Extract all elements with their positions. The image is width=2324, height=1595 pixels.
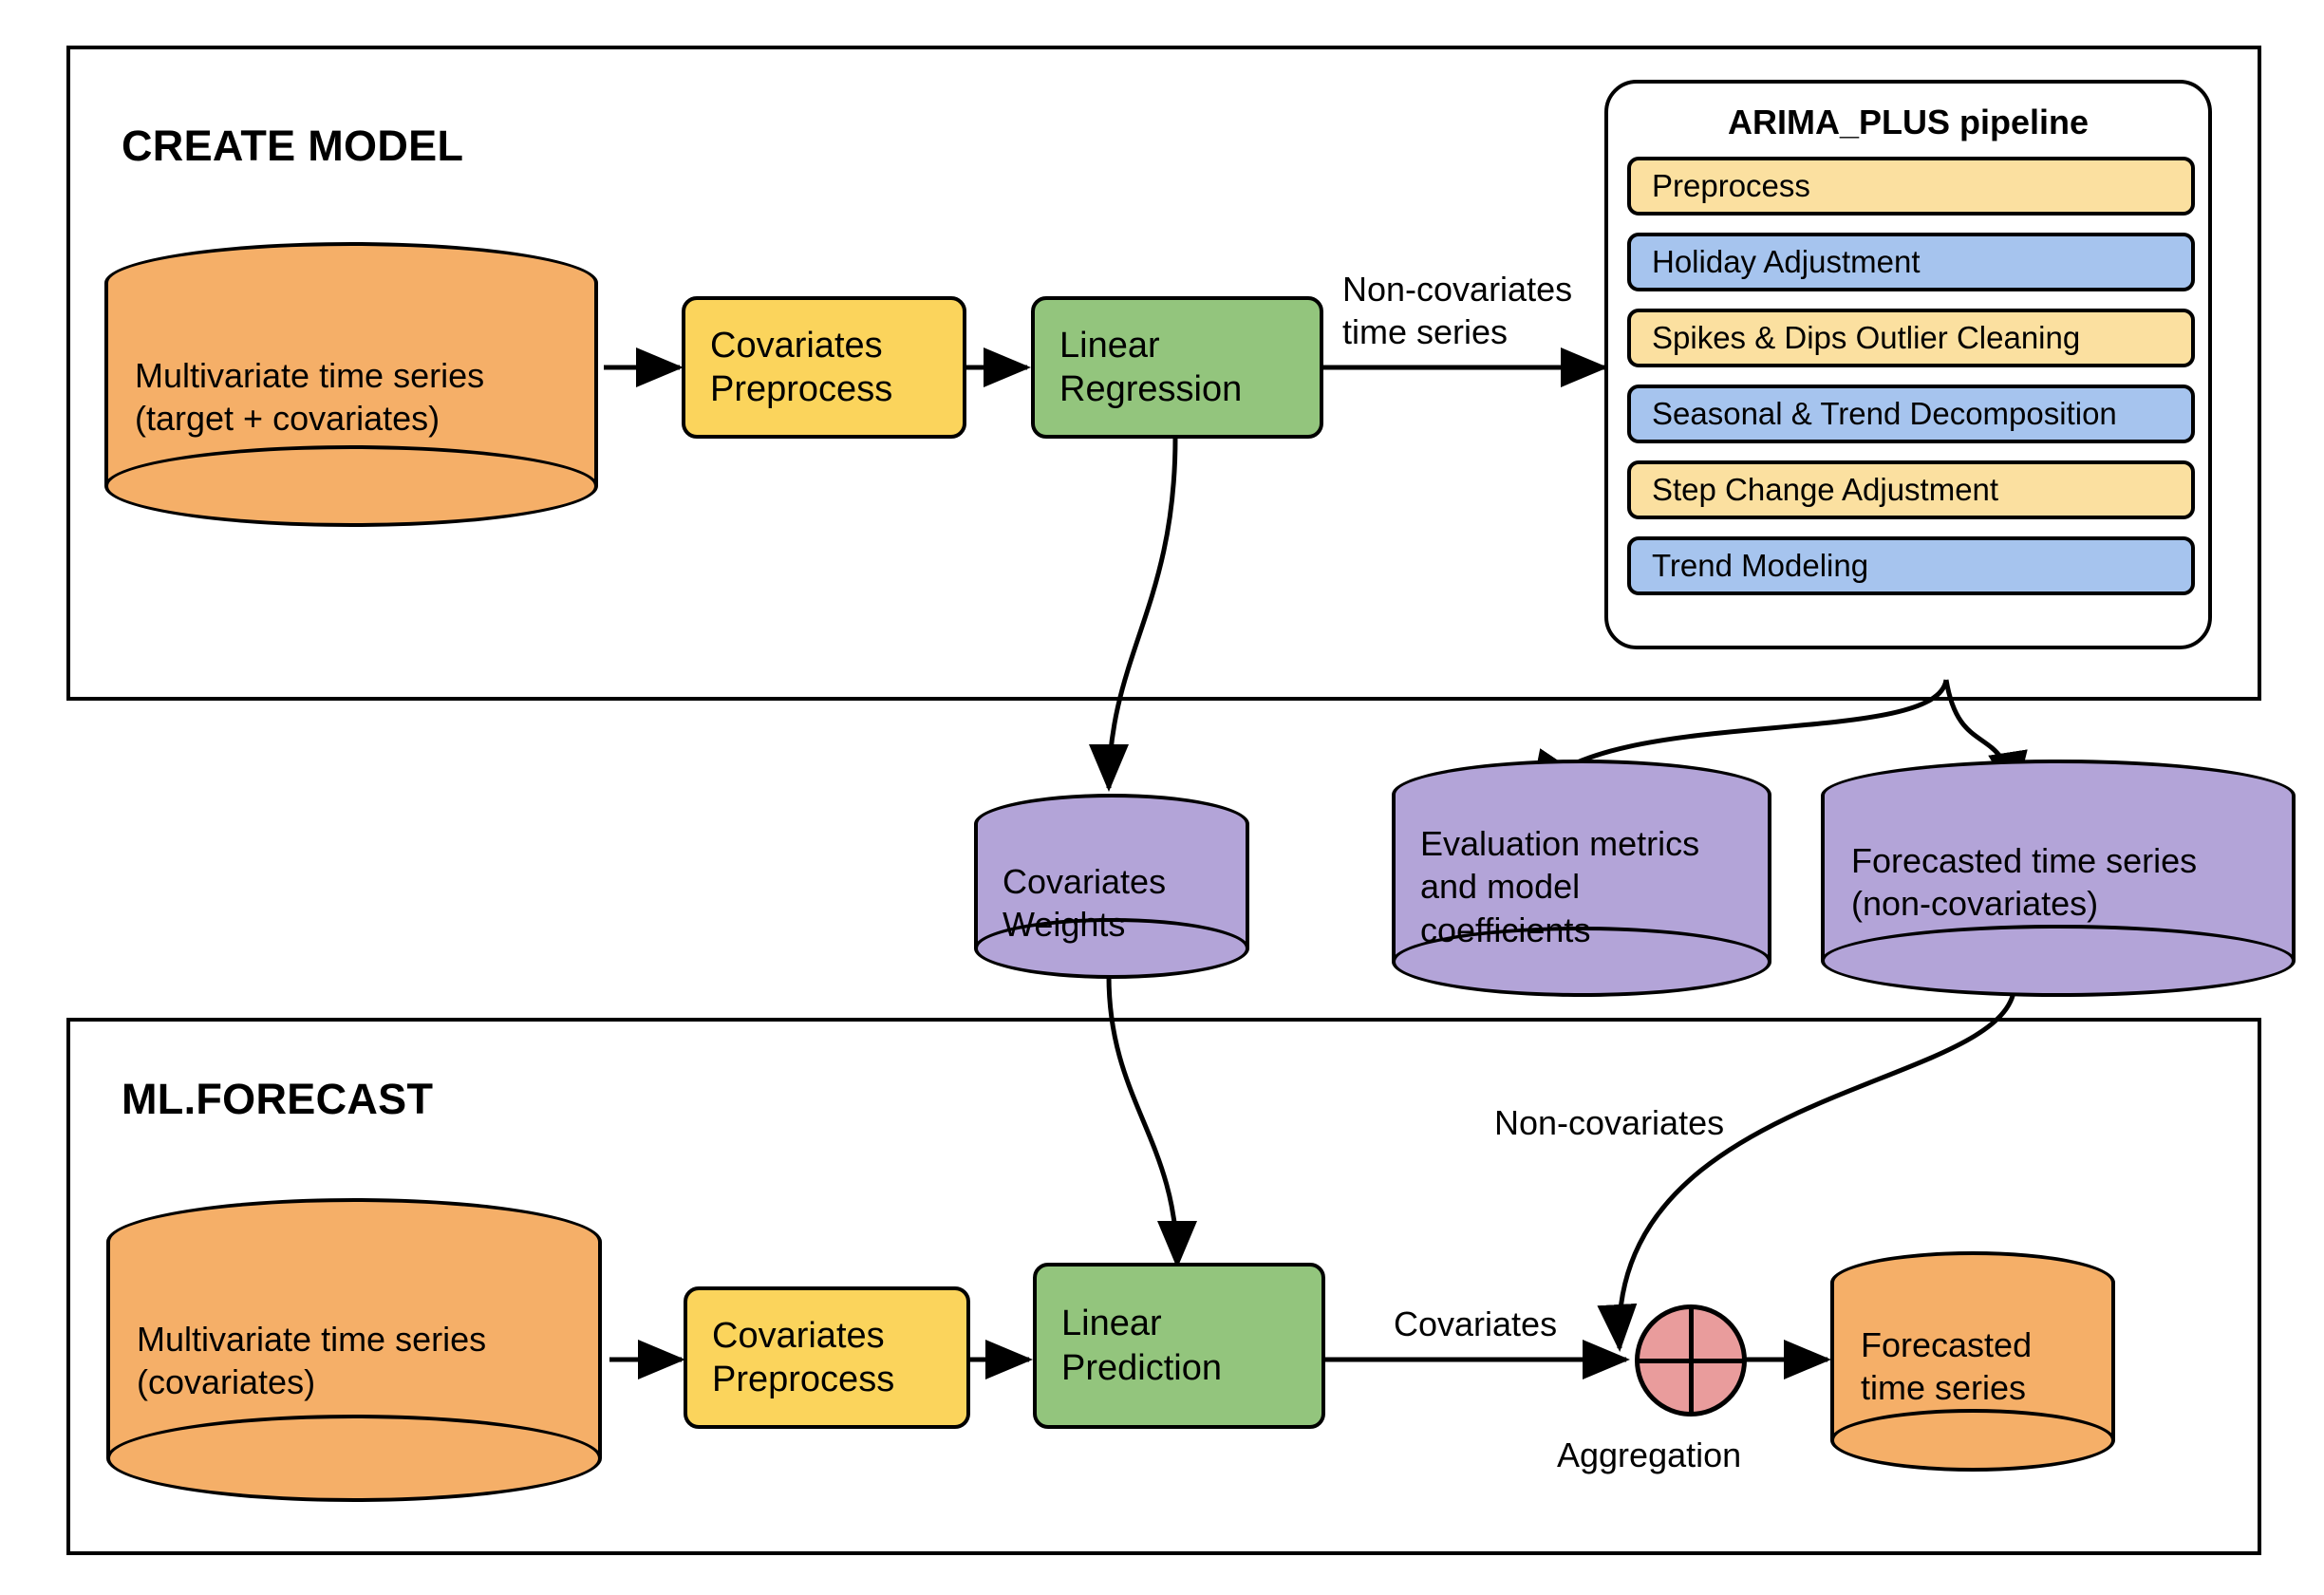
artifact-forecasted-non-covariates: Forecasted time series (non-covariates)	[1821, 760, 2296, 997]
pipeline-stage-spikes-dips-outlier-cleaning[interactable]: Spikes & Dips Outlier Cleaning	[1627, 309, 2195, 367]
aggregation-label: Aggregation	[1557, 1436, 1742, 1474]
create-model-panel	[66, 46, 2261, 701]
create-model-input-store: Multivariate time series (target + covar…	[104, 242, 598, 527]
pipeline-stage-preprocess[interactable]: Preprocess	[1627, 157, 2195, 216]
aggregation-node[interactable]	[1635, 1304, 1747, 1417]
cylinder-label: Evaluation metrics and model coefficient…	[1420, 824, 1700, 949]
cylinder-bottom	[1392, 927, 1771, 997]
ml-forecast-input-store: Multivariate time series (covariates)	[106, 1198, 602, 1502]
covariates-preprocess-box-top[interactable]: Covariates Preprocess	[682, 296, 966, 439]
artifact-covariates-weights: Covariates Weights	[974, 794, 1249, 979]
pipeline-stage-step-change-adjustment[interactable]: Step Change Adjustment	[1627, 460, 2195, 519]
linear-prediction-box[interactable]: Linear Prediction	[1033, 1263, 1325, 1429]
cylinder-label: Multivariate time series (target + covar…	[135, 356, 485, 439]
pipeline-stage-holiday-adjustment[interactable]: Holiday Adjustment	[1627, 233, 2195, 291]
cylinder-label: Forecasted time series	[1861, 1325, 2033, 1408]
cylinder-label: Multivariate time series (covariates)	[137, 1320, 487, 1402]
pipeline-stage-seasonal-trend-decomposition[interactable]: Seasonal & Trend Decomposition	[1627, 385, 2195, 443]
edge-label-non-covariates-time-series: Non-covariates time series	[1342, 270, 1573, 351]
pipeline-stage-trend-modeling[interactable]: Trend Modeling	[1627, 536, 2195, 595]
create-model-title: CREATE MODEL	[122, 122, 464, 170]
aggregation-horizontal-line	[1638, 1359, 1744, 1363]
ml-forecast-title: ML.FORECAST	[122, 1075, 434, 1123]
artifact-evaluation-metrics: Evaluation metrics and model coefficient…	[1392, 760, 1771, 997]
cylinder-bottom	[104, 445, 598, 527]
cylinder-bottom	[1830, 1409, 2115, 1472]
cylinder-bottom	[974, 918, 1249, 979]
ml-forecast-panel	[66, 1018, 2261, 1555]
cylinder-label: Forecasted time series (non-covariates)	[1851, 841, 2198, 924]
edge-label-covariates: Covariates	[1394, 1304, 1558, 1343]
edge-label-non-covariates: Non-covariates	[1494, 1103, 1725, 1142]
arima-plus-pipeline-title: ARIMA_PLUS pipeline	[1727, 103, 2090, 141]
cylinder-label: Covariates Weights	[1003, 862, 1167, 945]
covariates-preprocess-box-bottom[interactable]: Covariates Preprocess	[684, 1286, 970, 1429]
cylinder-bottom	[1821, 925, 2296, 997]
ml-forecast-output-store: Forecasted time series	[1830, 1251, 2115, 1472]
linear-regression-box[interactable]: Linear Regression	[1031, 296, 1323, 439]
cylinder-bottom	[106, 1415, 602, 1502]
